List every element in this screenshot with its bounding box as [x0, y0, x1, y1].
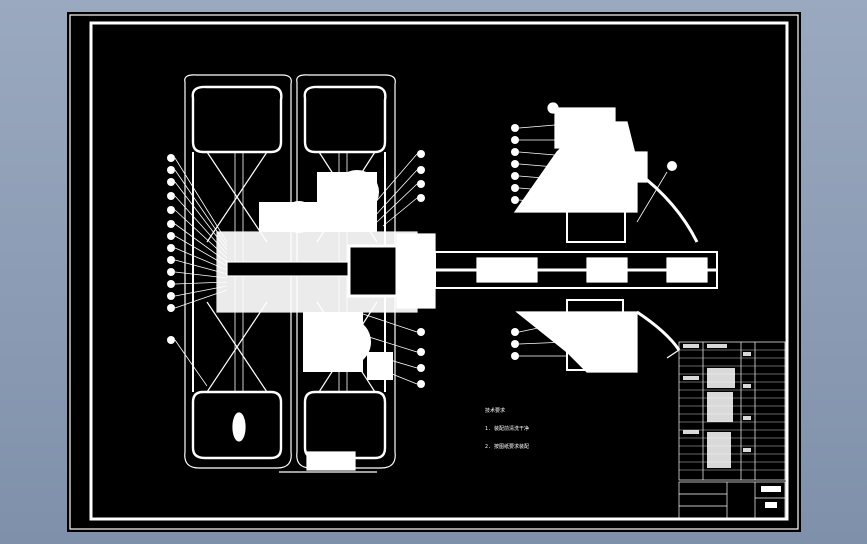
- tire-left-top: [191, 85, 283, 154]
- drawing-sheet: 技术要求 1. 装配前清洗干净 2. 按图纸要求装配: [67, 12, 801, 532]
- tire-right-outline: [296, 74, 396, 469]
- outer-frame: [69, 14, 799, 530]
- valve-detail: [232, 412, 246, 442]
- tire-left-bottom: [191, 390, 283, 460]
- drive-shaft: [396, 233, 718, 309]
- gear-cluster-top: [259, 170, 379, 233]
- inner-frame: [89, 21, 789, 521]
- right-assembly: [513, 102, 699, 373]
- title-block: [678, 481, 786, 519]
- base-lug: [306, 451, 356, 471]
- cad-drawing: [69, 14, 799, 530]
- coupling-box: [347, 244, 399, 298]
- left-assembly: [184, 74, 434, 473]
- technical-notes: 技术要求 1. 装配前清洗干净 2. 按图纸要求装配: [485, 396, 529, 456]
- tire-left-outline: [184, 74, 292, 469]
- brace-lines: [206, 301, 378, 393]
- right-callouts: [511, 123, 677, 360]
- notes-line-1: 1. 装配前清洗干净: [485, 426, 530, 432]
- brace-lines: [206, 151, 378, 243]
- left-callouts: [167, 154, 228, 387]
- gear-cluster-bottom: [303, 312, 393, 380]
- center-callouts: [352, 150, 425, 388]
- notes-line-2: 2. 按图纸要求装配: [485, 444, 530, 450]
- tire-right-top: [303, 85, 387, 154]
- tire-right-bottom: [303, 390, 387, 460]
- parts-table: [678, 341, 786, 481]
- notes-heading: 技术要求: [485, 408, 506, 414]
